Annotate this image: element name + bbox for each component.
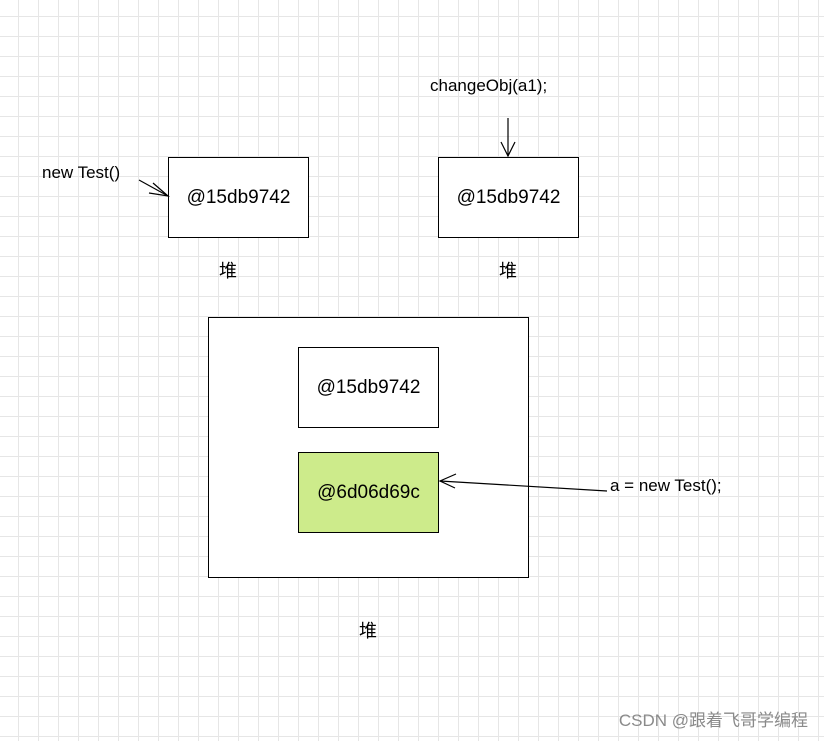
bottom-heap-label: 堆 — [359, 621, 377, 641]
right-heap-label: 堆 — [499, 261, 517, 281]
left-reference-box: @15db9742 — [168, 157, 309, 238]
new-object-box: @6d06d69c — [298, 452, 439, 533]
new-test-label: new Test() — [42, 163, 121, 182]
right-reference-box: @15db9742 — [438, 157, 579, 238]
change-obj-label: changeObj(a1); — [430, 76, 548, 95]
assignment-label: a = new Test(); — [610, 476, 722, 495]
arrow-new-test-to-left-box — [138, 179, 170, 197]
arrow-change-obj-to-right-box — [500, 118, 516, 158]
left-heap-label: 堆 — [219, 261, 237, 281]
old-object-box: @15db9742 — [298, 347, 439, 428]
csdn-watermark: CSDN @跟着飞哥学编程 — [618, 711, 808, 730]
